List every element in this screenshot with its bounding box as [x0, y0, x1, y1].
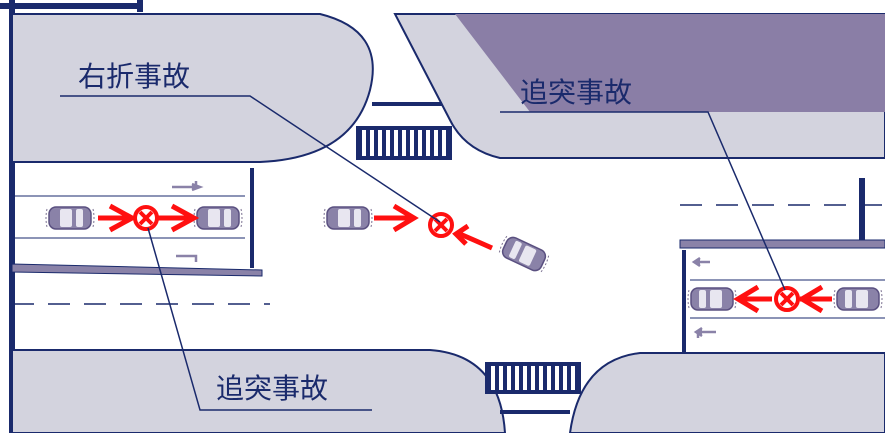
collision-mark-icon	[133, 205, 159, 231]
block-bottom-right	[568, 352, 885, 434]
right-turn-accident-label: 右折事故	[78, 60, 190, 93]
right-turn-center	[323, 203, 552, 275]
crosswalk-top	[356, 102, 452, 160]
rear-end-right	[687, 284, 883, 314]
rear-end-accident-top-label: 追突事故	[520, 76, 632, 109]
car-icon	[323, 206, 373, 230]
car-icon	[193, 206, 243, 230]
left-lanes	[11, 168, 270, 305]
car-icon	[45, 206, 95, 230]
crosswalk-bottom	[485, 362, 581, 414]
right-lanes	[679, 178, 885, 352]
shaded-block	[455, 14, 885, 112]
rear-end-accident-bottom-label: 追突事故	[216, 372, 328, 405]
turn-arrow-icon	[172, 181, 716, 338]
car-icon	[833, 287, 883, 311]
car-icon	[687, 287, 737, 311]
collision-mark-icon	[774, 286, 800, 312]
rear-end-left	[45, 203, 243, 233]
leader-lines	[60, 95, 786, 411]
block-top-left	[11, 13, 374, 163]
